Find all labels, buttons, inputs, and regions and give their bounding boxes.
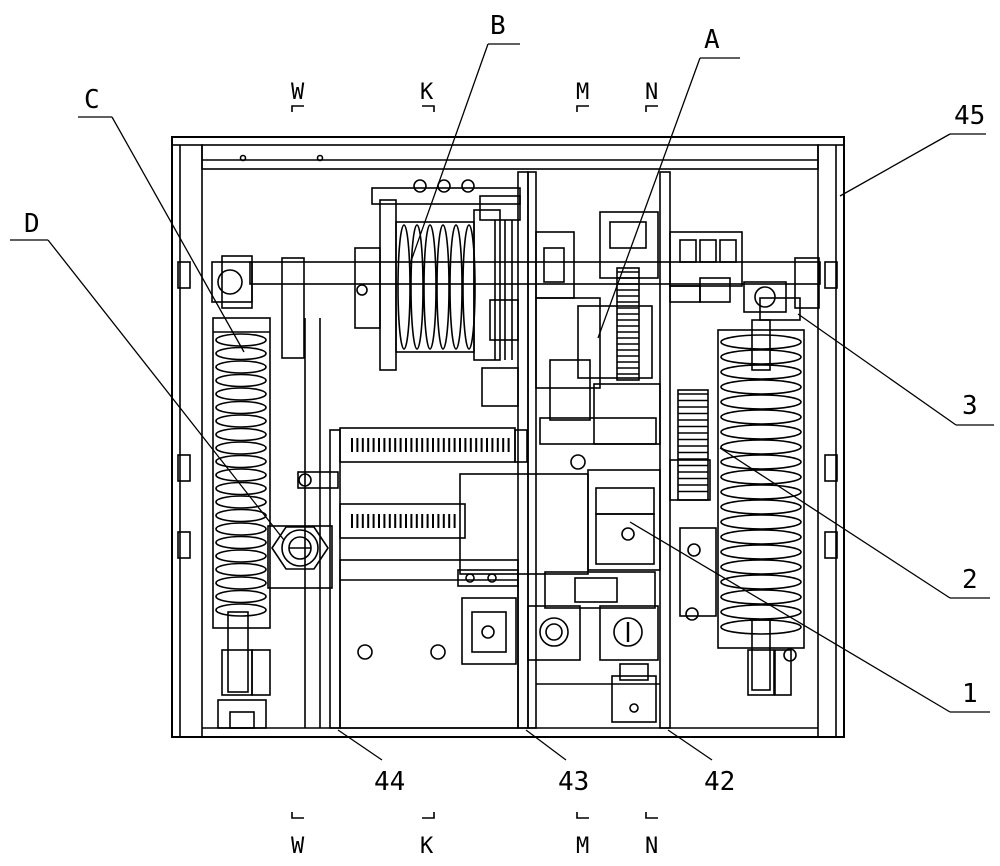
lower-section xyxy=(339,527,717,729)
spring-coil xyxy=(436,224,450,350)
section-mark-w-top: W xyxy=(291,80,305,105)
section-mark-m-top: M xyxy=(576,80,589,105)
spring-coil xyxy=(720,574,802,590)
spring-coil xyxy=(720,499,802,515)
label-c: C xyxy=(84,85,100,115)
section-mark-k-bottom: K xyxy=(420,834,434,859)
terminal-block xyxy=(669,231,743,303)
spring-coil xyxy=(720,439,802,455)
leader-lines xyxy=(10,43,994,761)
spring-coil xyxy=(462,224,476,350)
label-1: 1 xyxy=(962,679,978,709)
spring-coil xyxy=(423,224,437,350)
spring-coil xyxy=(720,409,802,425)
spring-coil xyxy=(720,364,802,380)
section-marks-top xyxy=(291,105,658,112)
spring-coil xyxy=(215,508,267,523)
hex-nut xyxy=(267,471,339,589)
spring-coil xyxy=(720,619,802,635)
spring-coil xyxy=(720,604,802,620)
spring-coil xyxy=(720,334,802,350)
spring-coil xyxy=(215,562,267,577)
spring-coil xyxy=(215,373,267,388)
spring-coil xyxy=(720,589,802,605)
spring-coil xyxy=(215,400,267,415)
spring-coil xyxy=(215,441,267,455)
section-mark-k-top: K xyxy=(420,80,434,105)
spring-coil xyxy=(720,394,802,410)
spring-coil xyxy=(215,387,267,401)
center-mechanism xyxy=(535,211,661,470)
spring-coil xyxy=(449,224,463,350)
spring-coil xyxy=(720,514,802,530)
motor-block xyxy=(457,469,661,609)
spring-coil xyxy=(215,468,267,482)
spring-coil xyxy=(215,495,267,509)
spring-coil xyxy=(720,484,802,500)
label-d: D xyxy=(24,209,40,239)
spring-coil xyxy=(215,427,267,442)
spring-coil xyxy=(720,469,802,485)
section-marks-bottom xyxy=(291,812,658,819)
label-44: 44 xyxy=(374,767,405,797)
spring-coil xyxy=(215,535,267,550)
label-2: 2 xyxy=(962,565,978,595)
spring-coil xyxy=(215,576,267,590)
left-spring xyxy=(212,317,271,729)
spring-coil xyxy=(720,424,802,440)
gear-train xyxy=(616,267,711,501)
spring-coil xyxy=(215,481,267,496)
spring-coil xyxy=(215,454,267,469)
label-3: 3 xyxy=(962,391,978,421)
label-45: 45 xyxy=(954,101,985,131)
section-mark-m-bottom: M xyxy=(576,834,589,859)
label-42: 42 xyxy=(704,767,735,797)
spring-coil xyxy=(410,224,424,350)
section-mark-n-bottom: N xyxy=(645,834,658,859)
spring-coil xyxy=(720,529,802,545)
label-a: B xyxy=(490,11,506,41)
spring-coil xyxy=(720,544,802,560)
section-mark-n-top: N xyxy=(645,80,658,105)
section-mark-w-bottom: W xyxy=(291,834,305,859)
spring-coil xyxy=(215,414,267,428)
outer-frame xyxy=(171,136,845,738)
spring-coil xyxy=(720,454,802,470)
spring-coil xyxy=(215,346,267,361)
spring-coil xyxy=(215,360,267,374)
spring-coil xyxy=(215,549,267,563)
spring-coil xyxy=(215,333,267,347)
label-43: 43 xyxy=(558,767,589,797)
label-b: A xyxy=(704,25,720,55)
spring-coil xyxy=(720,349,802,365)
storage-spring-assembly xyxy=(354,179,521,407)
spring-coil xyxy=(397,224,411,350)
threaded-rods xyxy=(339,427,528,539)
spring-coil xyxy=(215,589,267,604)
spring-coil xyxy=(215,522,267,536)
spring-coil xyxy=(215,603,267,617)
spring-coil xyxy=(720,559,802,575)
spring-coil xyxy=(720,379,802,395)
right-spring xyxy=(717,281,805,696)
main-shaft xyxy=(211,255,821,359)
